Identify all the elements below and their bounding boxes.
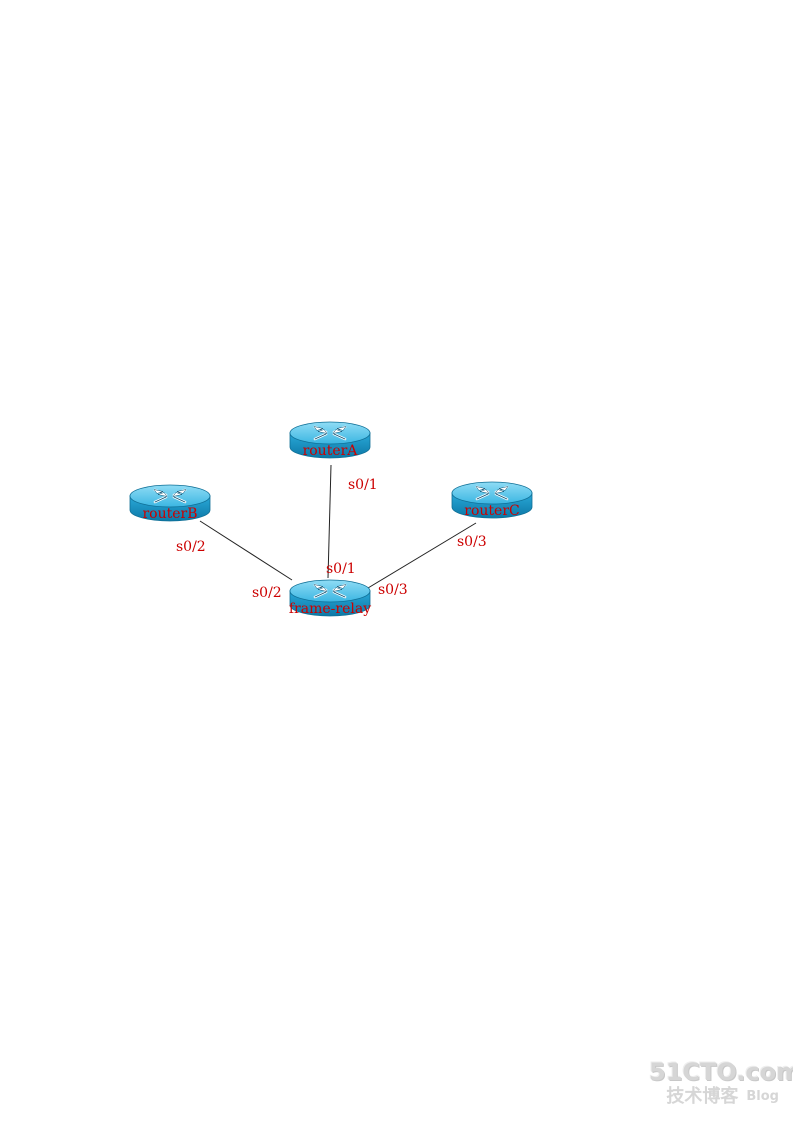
port-label-routerB: s0/2 [176,539,206,555]
router-routerC: routerC [451,481,533,519]
port-label-frame-relay-routerC: s0/3 [378,582,408,598]
link-routerC-frame-relay [367,522,477,589]
link-routerB-frame-relay [199,520,293,581]
watermark: 51CTO.com 技术博客 Blog [649,1058,793,1108]
router-routerA: routerA [289,421,371,459]
router-frame-relay: frame-relay [289,579,371,617]
port-label-routerA: s0/1 [348,477,378,493]
port-label-frame-relay-routerA: s0/1 [326,561,356,577]
router-label-frame-relay: frame-relay [289,601,371,617]
router-label-routerC: routerC [464,503,519,519]
router-label-routerA: routerA [303,443,359,459]
router-label-routerB: routerB [142,506,197,522]
watermark-subtitle: 技术博客 [666,1086,739,1107]
port-label-frame-relay-routerB: s0/2 [252,585,282,601]
port-label-routerC: s0/3 [457,534,487,550]
router-routerB: routerB [129,484,211,522]
router-icon [289,579,371,617]
watermark-blog: Blog [746,1089,779,1104]
port-labels-layer: s0/1 s0/1 s0/2 s0/2 s0/3 s0/3 [176,477,487,601]
routers-layer: routerA routerB routerC frame-relay [129,421,533,617]
router-icon [129,484,211,522]
links-layer [199,464,477,589]
router-icon [289,421,371,459]
link-routerA-frame-relay [327,464,332,579]
router-icon [451,481,533,519]
watermark-brand: 51CTO.com [649,1058,793,1086]
